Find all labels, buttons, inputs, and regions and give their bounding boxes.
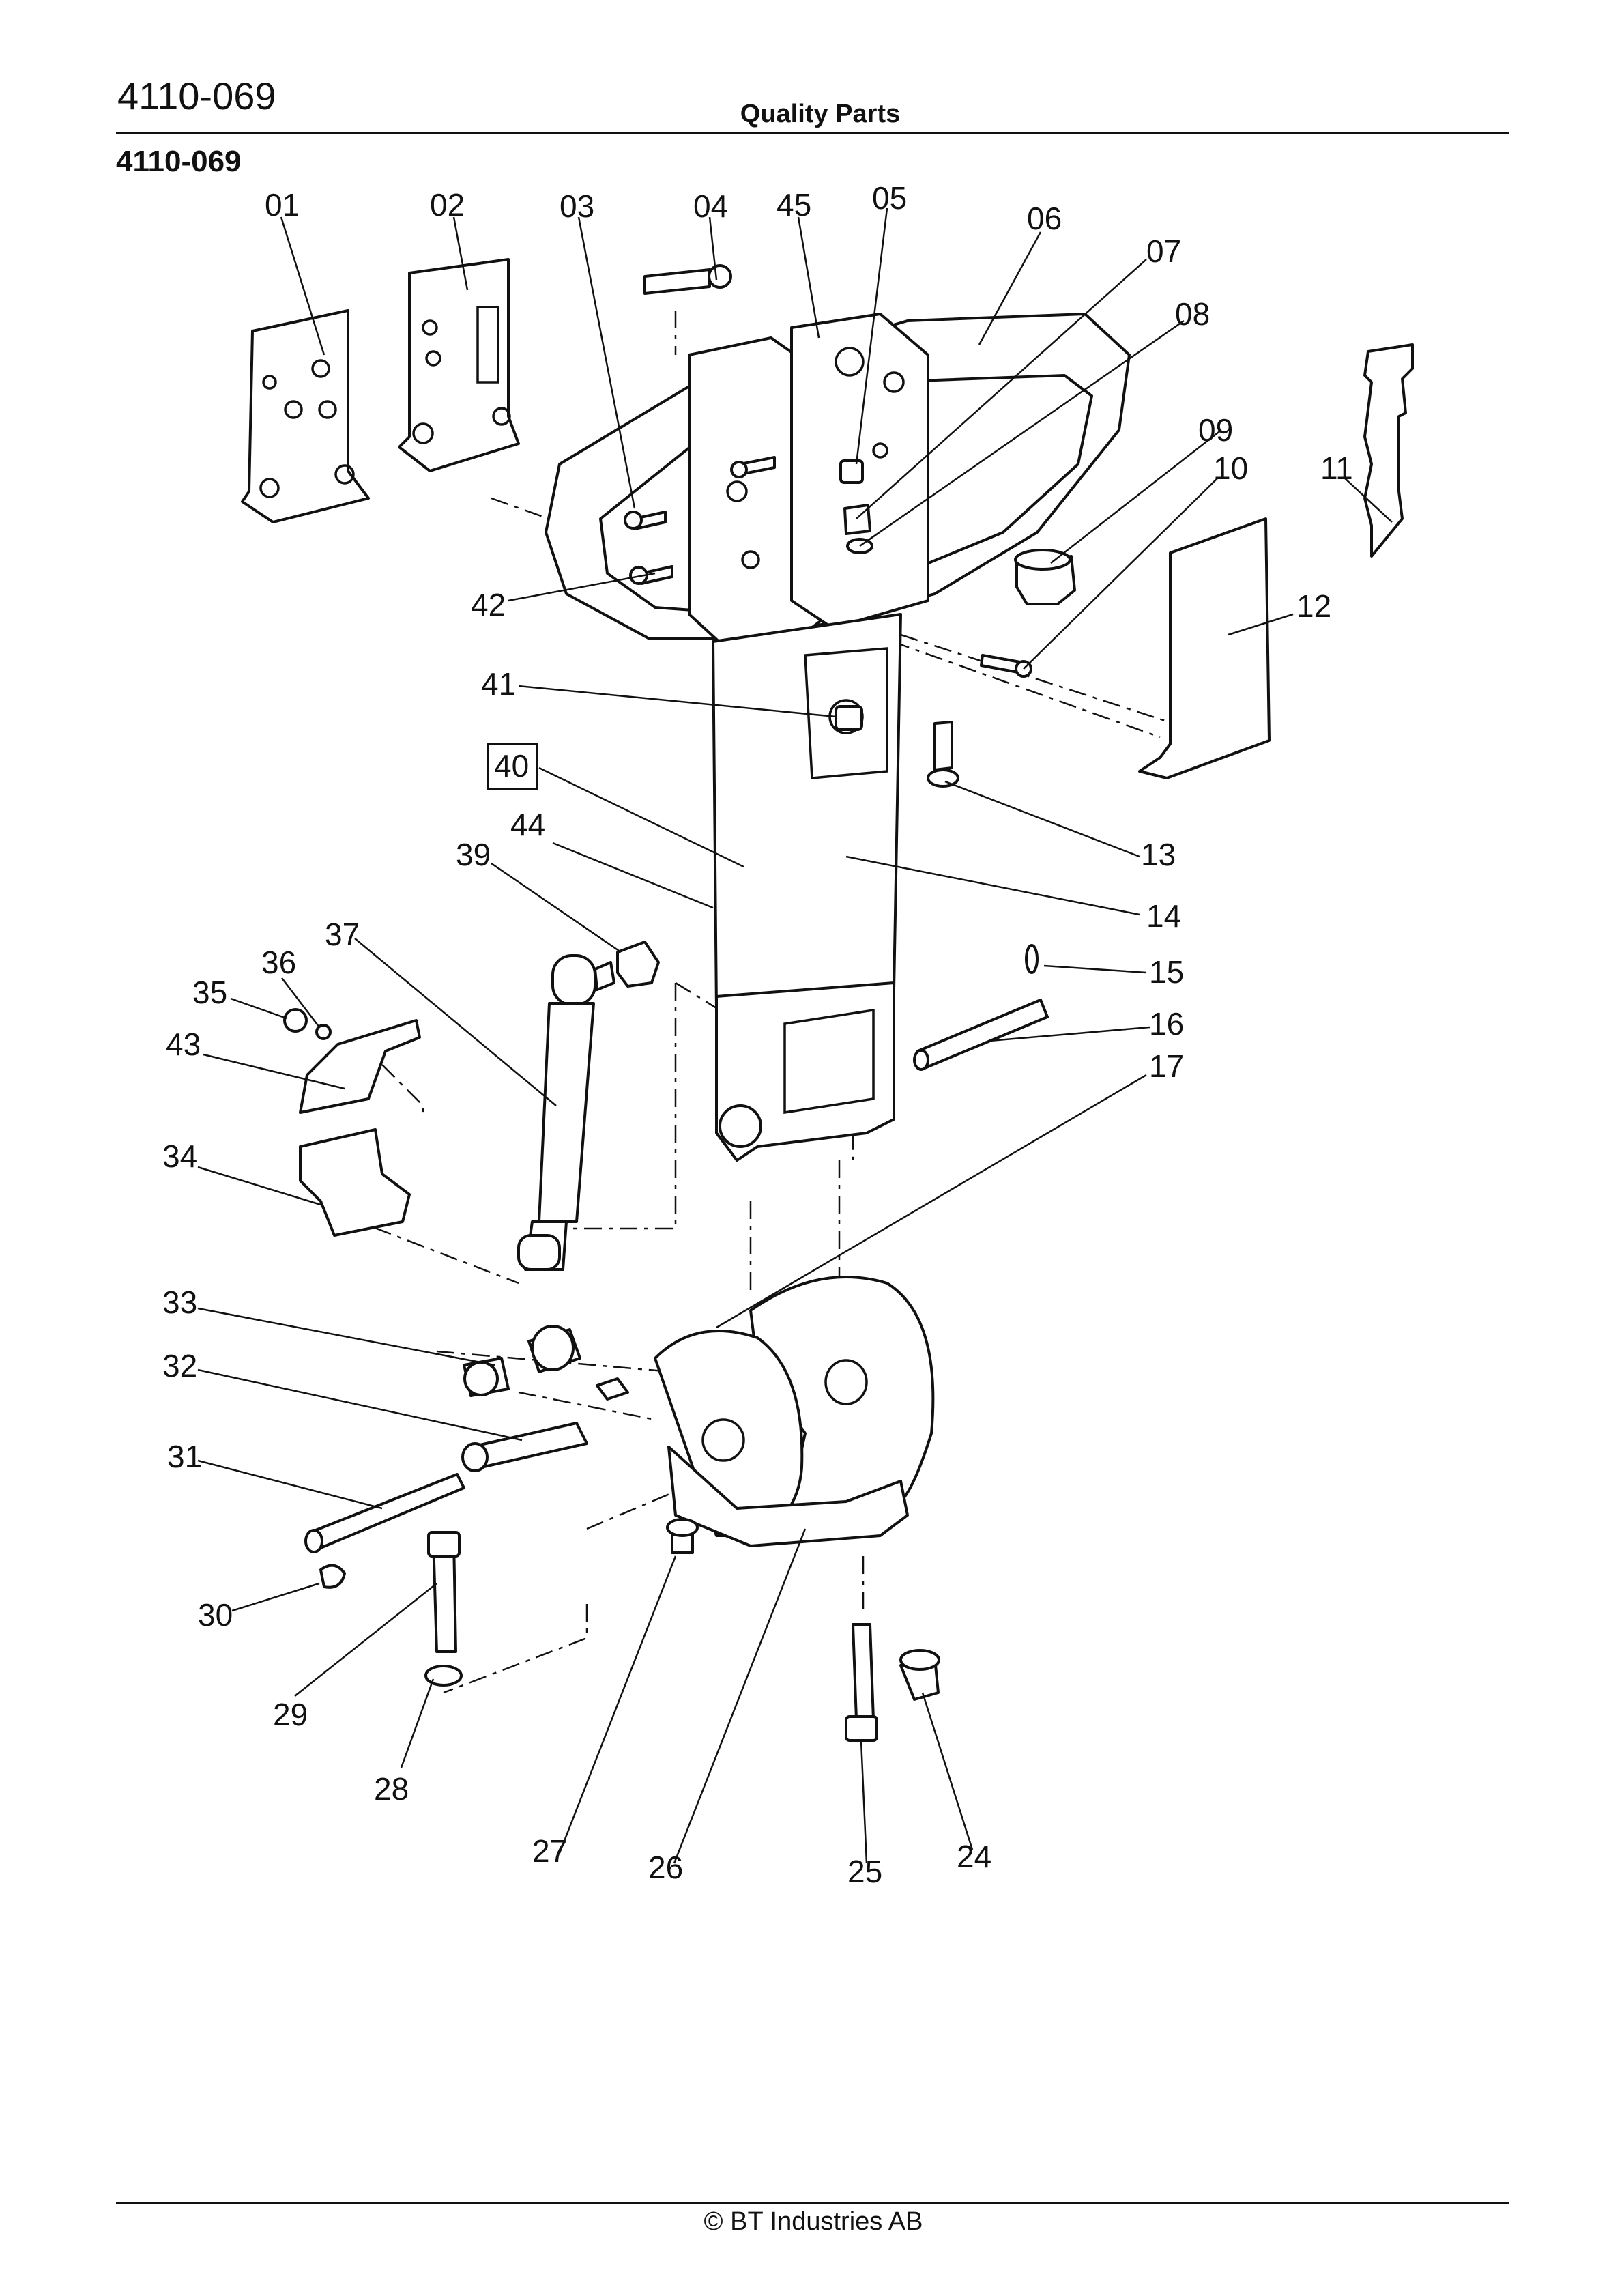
callout-09: 09 [1198, 412, 1233, 448]
callout-13: 13 [1141, 837, 1176, 872]
callout-03: 03 [560, 188, 594, 224]
gas-spring-37 [517, 941, 660, 1271]
part-45-side-plates [688, 313, 929, 653]
callout-32: 32 [162, 1348, 197, 1383]
callout-30: 30 [198, 1597, 233, 1633]
callout-14: 14 [1146, 898, 1181, 934]
callout-44: 44 [510, 807, 545, 842]
bolts-bottom [424, 1518, 940, 1742]
callout-28: 28 [374, 1771, 409, 1807]
callout-37: 37 [325, 917, 360, 952]
callout-43: 43 [166, 1027, 201, 1062]
callout-07: 07 [1146, 233, 1181, 269]
callout-10: 10 [1213, 450, 1248, 486]
callout-16: 16 [1149, 1006, 1184, 1042]
shafts-31-33 [304, 1325, 588, 1589]
callout-35: 35 [192, 975, 227, 1010]
callout-36: 36 [261, 945, 296, 980]
callout-40: 40 [494, 748, 529, 784]
footer-rule [116, 2202, 1509, 2204]
cover-halves-34-43 [283, 1008, 421, 1237]
callout-41: 41 [481, 666, 516, 702]
callout-04: 04 [693, 188, 728, 224]
callout-40-box [487, 743, 538, 790]
callout-02: 02 [430, 187, 465, 223]
callout-27: 27 [532, 1833, 567, 1869]
part-02-bracket [398, 258, 520, 472]
callout-31: 31 [167, 1439, 202, 1474]
callout-29: 29 [273, 1697, 308, 1732]
part-14-column [712, 613, 902, 1162]
footer-copyright: © BT Industries AB [704, 2207, 923, 2236]
callout-26: 26 [648, 1850, 683, 1885]
callout-42: 42 [471, 587, 506, 622]
pins-15-16 [913, 944, 1049, 1071]
header-subtitle: Quality Parts [740, 100, 901, 128]
parts-10-11-12 [980, 343, 1414, 779]
callout-15: 15 [1149, 954, 1184, 990]
callout-11: 11 [1320, 450, 1353, 486]
bolts-13-41 [835, 705, 959, 788]
callout-01: 01 [265, 187, 300, 223]
callout-17: 17 [1149, 1048, 1184, 1084]
callout-12: 12 [1296, 588, 1331, 624]
callout-39: 39 [456, 837, 491, 872]
screws-top [624, 264, 776, 585]
part-01-plate [241, 309, 370, 523]
callout-33: 33 [162, 1285, 197, 1320]
callout-24: 24 [957, 1839, 991, 1874]
leader-lines [197, 207, 1393, 1864]
diagram-title: 4110-069 [116, 145, 242, 178]
callout-45: 45 [777, 187, 811, 223]
callout-05: 05 [872, 180, 907, 216]
small-parts-top-right [839, 459, 1076, 605]
document-code: 4110-069 [117, 74, 276, 117]
callout-25: 25 [847, 1854, 882, 1889]
part-26-base-plate [596, 1276, 935, 1547]
callout-labels: 01 02 03 04 45 05 06 07 08 09 10 11 12 4… [162, 180, 1353, 1889]
callout-34: 34 [162, 1138, 197, 1174]
callout-06: 06 [1027, 201, 1062, 236]
callout-08: 08 [1175, 296, 1210, 332]
header-rule [116, 132, 1509, 134]
